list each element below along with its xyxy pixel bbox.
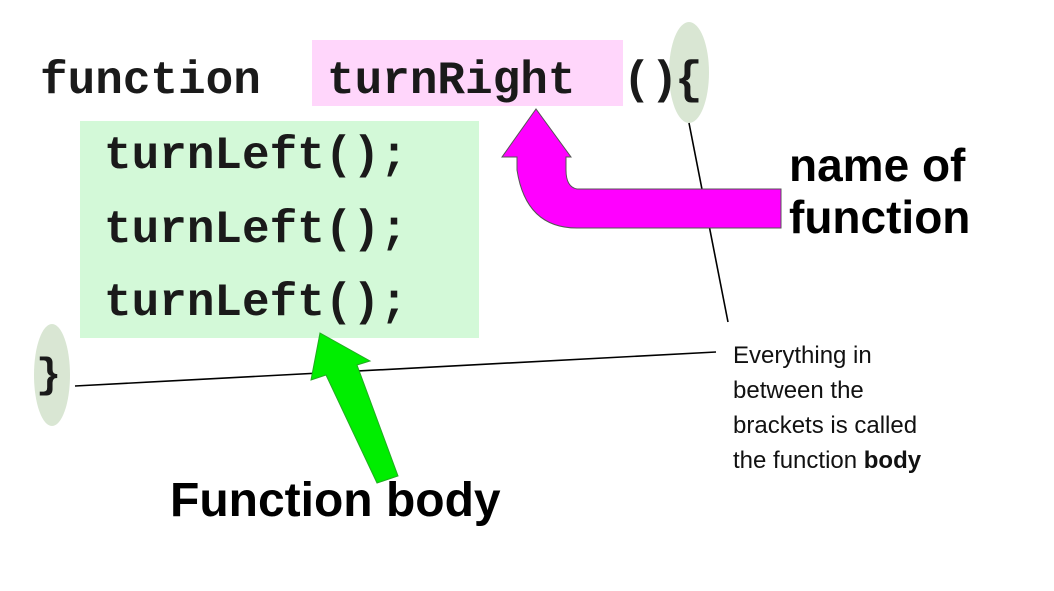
name-of-function-line-2: function xyxy=(789,190,971,243)
function-body-label: Function body xyxy=(170,474,501,527)
note-line-4-text: the function xyxy=(733,447,864,474)
note-bold-word: body xyxy=(863,447,922,474)
function-parens: () xyxy=(623,55,679,107)
function-body-highlight xyxy=(80,121,479,338)
close-brace: } xyxy=(36,352,62,400)
function-name-highlight xyxy=(312,40,623,106)
close-brace-oval xyxy=(34,324,70,426)
body-arrow-icon xyxy=(310,332,399,484)
note-line-3: brackets is called xyxy=(733,412,918,439)
note-line-4: the function body xyxy=(733,443,921,478)
close-brace-connector-line xyxy=(74,351,717,387)
body-line-3: turnLeft(); xyxy=(104,277,408,329)
body-explanation-note: Everything in between the brackets is ca… xyxy=(733,338,921,478)
body-line-1: turnLeft(); xyxy=(104,130,408,182)
note-line-2: between the xyxy=(733,377,864,404)
note-line-1: Everything in xyxy=(733,342,872,369)
name-of-function-label: name of function xyxy=(789,139,971,243)
function-keyword: function xyxy=(40,55,261,107)
name-arrow-icon xyxy=(501,108,782,229)
open-brace: { xyxy=(675,55,703,107)
body-line-2: turnLeft(); xyxy=(104,204,408,256)
function-name: turnRight xyxy=(327,55,576,107)
name-of-function-line-1: name of xyxy=(789,139,966,191)
open-brace-oval xyxy=(669,22,709,123)
